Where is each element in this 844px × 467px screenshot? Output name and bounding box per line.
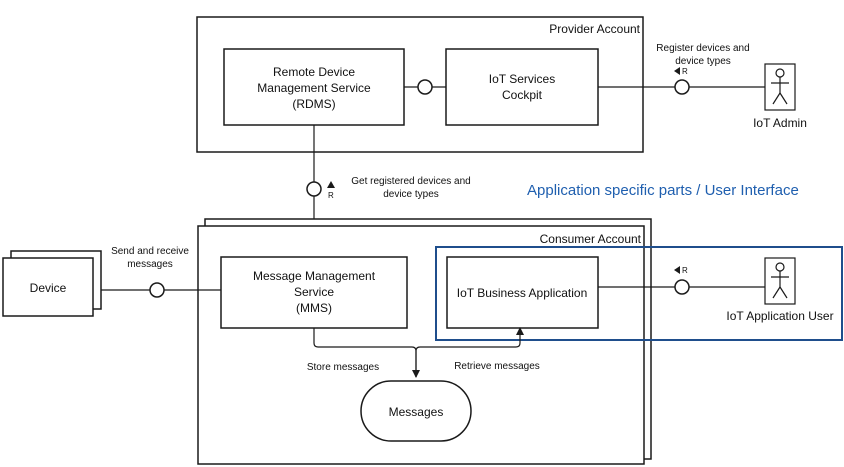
mms-label-1: Message Management: [253, 269, 376, 283]
admin-label: IoT Admin: [753, 116, 807, 130]
consumer-account-title: Consumer Account: [540, 232, 642, 246]
cockpit-label-2: Cockpit: [502, 88, 543, 102]
mms-label-2: Service: [294, 285, 334, 299]
get-registered-interface: [306, 181, 322, 197]
retrieve-messages-arrow: [415, 327, 524, 377]
messages-label: Messages: [389, 405, 444, 419]
rdms-label-3: (RDMS): [292, 97, 335, 111]
app-specific-region: [435, 246, 843, 341]
get-registered-label-2: device types: [383, 189, 439, 200]
app-specific-label: Application specific parts / User Interf…: [527, 182, 799, 199]
mms-box[interactable]: [220, 256, 408, 329]
get-registered-direction-arrow-icon: [327, 181, 335, 188]
cockpit-label-1: IoT Services: [489, 72, 555, 86]
send-receive-interface: [149, 282, 165, 298]
rdms-label-2: Management Service: [257, 81, 371, 95]
register-interface: [674, 79, 690, 95]
rdms-label-1: Remote Device: [273, 65, 355, 79]
register-label-1: Register devices and: [656, 43, 749, 54]
send-receive-label-1: Send and receive: [111, 246, 189, 257]
app-user-interface: [674, 279, 690, 295]
device-box[interactable]: [2, 257, 94, 317]
provider-account-title: Provider Account: [549, 22, 640, 36]
send-receive-label-2: messages: [127, 259, 173, 270]
messages-store[interactable]: [360, 380, 472, 442]
app-user-r-label: R: [682, 266, 688, 275]
business-app-box[interactable]: [446, 256, 599, 329]
app-user-label: IoT Application User: [726, 309, 833, 323]
register-label-2: device types: [675, 56, 731, 67]
admin-stick-figure-icon: [771, 68, 789, 105]
business-app-label: IoT Business Application: [457, 286, 588, 300]
retrieve-messages-label: Retrieve messages: [454, 361, 540, 372]
store-messages-label: Store messages: [307, 362, 379, 373]
get-registered-label-1: Get registered devices and: [351, 176, 471, 187]
mms-label-3: (MMS): [296, 301, 332, 315]
register-r-label: R: [682, 67, 688, 76]
device-label: Device: [30, 281, 67, 295]
app-user-direction-arrow-icon: [674, 266, 680, 274]
register-direction-arrow-icon: [674, 67, 680, 75]
get-registered-r-label: R: [328, 191, 334, 200]
rdms-cockpit-interface: [417, 79, 433, 95]
rdms-box[interactable]: [223, 48, 405, 126]
cockpit-box[interactable]: [445, 48, 599, 126]
app-user-stick-figure-icon: [771, 262, 789, 299]
